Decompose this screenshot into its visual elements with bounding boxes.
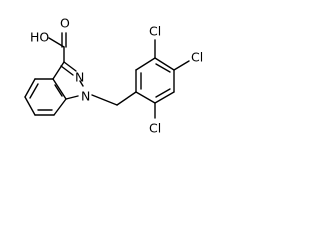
bond-c4-c5 [24,78,36,98]
atom-label-cl-bottom: Cl [149,121,161,136]
bond-ch2-c1 [116,91,137,106]
atom-label-oh: HO [30,30,49,45]
bond-c2-c3 [154,91,175,104]
bond-c5-c6 [135,57,156,71]
bond-c3-n2-b [60,65,74,76]
bond-c3-n2-a [63,61,77,72]
atom-label-o: O [60,16,70,31]
atom-labels: HO O N N Cl Cl Cl [30,16,203,136]
bond-lines [24,32,190,119]
bond-c3-c3a [52,61,65,80]
atom-label-n1: N [81,89,90,104]
bond-c4-c5-inner [29,83,39,99]
atom-label-cl-top: Cl [149,24,161,39]
molecule-diagram: HO O N N Cl Cl Cl [0,0,234,150]
atom-label-n2: N [75,70,84,85]
bond-c3a-c7a [52,78,67,100]
bond-c4-cl [173,60,190,71]
bond-c5-c6 [24,96,36,116]
bond-c3a-c7a-inner [54,84,63,97]
bond-c4-c5 [154,57,175,71]
bond-n1-c7a [65,95,79,100]
bond-c1-c2 [135,91,156,104]
bond-c2-c3-inner [155,88,171,98]
bond-n2-n1 [79,80,84,87]
bond-n1-ch2 [91,94,118,106]
atom-label-cl-right: Cl [191,50,203,65]
bond-c7-c7a [53,98,67,116]
bond-c4-c5-inner [155,63,171,73]
structure-svg: HO O N N Cl Cl Cl [24,16,203,136]
